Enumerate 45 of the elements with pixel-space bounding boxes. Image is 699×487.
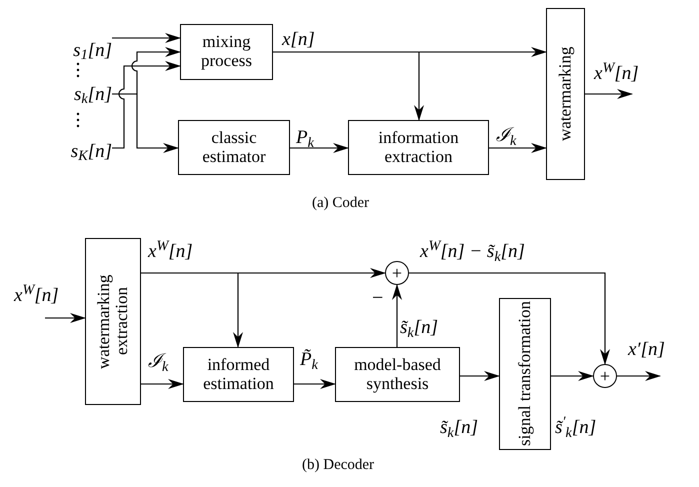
arrow — [141, 272, 243, 348]
edge-label: x$^{W}$[n] — [594, 64, 639, 83]
arrow — [551, 371, 594, 381]
signal-label: s$_{K}$[n] — [48, 137, 112, 165]
arrow — [112, 33, 181, 43]
edge-label: x[n] — [282, 30, 315, 49]
process-box: model-based synthesis — [335, 347, 460, 402]
process-box: watermarking — [546, 8, 585, 180]
arrow — [460, 371, 500, 381]
edge-label: x$^{W}$[n] — [148, 242, 193, 261]
arrow — [489, 143, 547, 153]
process-box: signal transformation — [499, 298, 551, 450]
process-box: mixing process — [180, 24, 273, 80]
arrow — [141, 379, 184, 389]
edge-label: P̃$_{k}$ — [300, 350, 318, 369]
arrow — [273, 51, 424, 121]
edge-label: ℐ$_{k}$ — [496, 126, 516, 145]
process-box: informed estimation — [183, 347, 294, 402]
arrow — [409, 272, 610, 365]
arrow — [294, 379, 336, 389]
process-box: watermarking extraction — [85, 238, 141, 405]
sign-label: − — [372, 288, 384, 308]
arrow — [45, 313, 86, 323]
arrow — [617, 371, 661, 381]
arrow — [585, 89, 633, 99]
edge-label: x$^{W}$[n] − s̃$_{k}$[n] — [420, 242, 525, 261]
sum-junction: + — [385, 261, 409, 285]
edge-label: s̃$^{′}$$_{k}$[n] — [555, 418, 596, 437]
edge-label: s̃$_{k}$[n] — [400, 318, 438, 337]
edge-label: ℐ$_{k}$ — [148, 352, 168, 371]
arrow — [112, 93, 179, 153]
sum-junction: + — [593, 364, 617, 388]
process-box: information extraction — [348, 120, 489, 175]
subfigure-caption: (b) Decoder — [302, 458, 374, 473]
arrow — [392, 284, 402, 347]
process-box: classic estimator — [178, 120, 290, 175]
arrow — [112, 61, 181, 149]
signal-label: s$_{1}$[n] — [52, 36, 112, 64]
edge-label: s̃$_{k}$[n] — [440, 418, 478, 437]
subfigure-caption: (a) Coder — [312, 196, 370, 211]
arrow — [290, 143, 349, 153]
edge-label: P$_{k}$ — [296, 128, 314, 147]
edge-label: x′[n] — [628, 340, 665, 359]
signal-label: s$_{k}$[n] — [52, 80, 112, 108]
edge-label: x$^{W}$[n] — [14, 286, 59, 305]
